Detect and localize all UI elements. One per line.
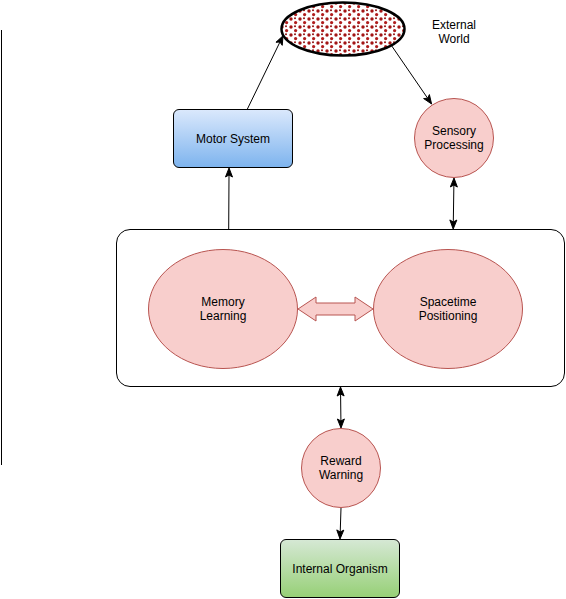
side-rule xyxy=(1,30,2,465)
connector-line xyxy=(340,394,341,421)
node-label: Internal Organism xyxy=(292,562,387,576)
connector-line xyxy=(391,45,428,99)
node-label: Sensory Processing xyxy=(421,124,487,152)
arrow-head xyxy=(225,168,232,177)
arrow-head xyxy=(450,220,457,229)
connector-line xyxy=(228,175,229,229)
node-label: Reward Warning xyxy=(308,454,374,482)
group-box: Memory Learning Spacetime Positioning xyxy=(116,229,565,387)
arrow-head xyxy=(337,387,344,396)
connector-arrow xyxy=(337,387,344,428)
world-ellipse: External World xyxy=(280,1,406,57)
connector-line xyxy=(247,42,280,109)
connector-line xyxy=(340,508,342,532)
process-circle: Reward Warning xyxy=(301,428,381,508)
block-arrow xyxy=(298,297,373,321)
connector-arrow xyxy=(391,45,432,104)
connector-arrow xyxy=(225,168,232,229)
node-outline xyxy=(280,1,406,57)
ellipse-shape xyxy=(415,99,494,178)
connector-arrow xyxy=(337,508,344,539)
ellipse-shape xyxy=(302,429,381,508)
connector-line xyxy=(453,185,455,222)
node-label: Memory Learning xyxy=(188,295,258,323)
ellipse-shape xyxy=(149,250,298,369)
block-arrow-shape xyxy=(298,297,373,321)
arrow-head xyxy=(424,95,432,104)
connector-arrow xyxy=(450,178,458,229)
process-ellipse: Spacetime Positioning xyxy=(373,249,523,369)
ellipse-shape xyxy=(374,250,523,369)
connector-arrow xyxy=(247,36,283,109)
arrow-head xyxy=(276,36,283,46)
arrow-head xyxy=(337,419,344,428)
dotted-ellipse xyxy=(282,3,405,56)
process-box: Motor System xyxy=(173,109,293,168)
node-label: External World xyxy=(422,18,486,46)
node-label: Spacetime Positioning xyxy=(413,295,483,323)
arrow-head xyxy=(337,530,344,539)
process-box: Internal Organism xyxy=(280,539,400,598)
arrow-head xyxy=(450,178,457,187)
process-circle: Sensory Processing xyxy=(414,98,494,178)
node-label: Motor System xyxy=(196,132,270,146)
process-ellipse: Memory Learning xyxy=(148,249,298,369)
